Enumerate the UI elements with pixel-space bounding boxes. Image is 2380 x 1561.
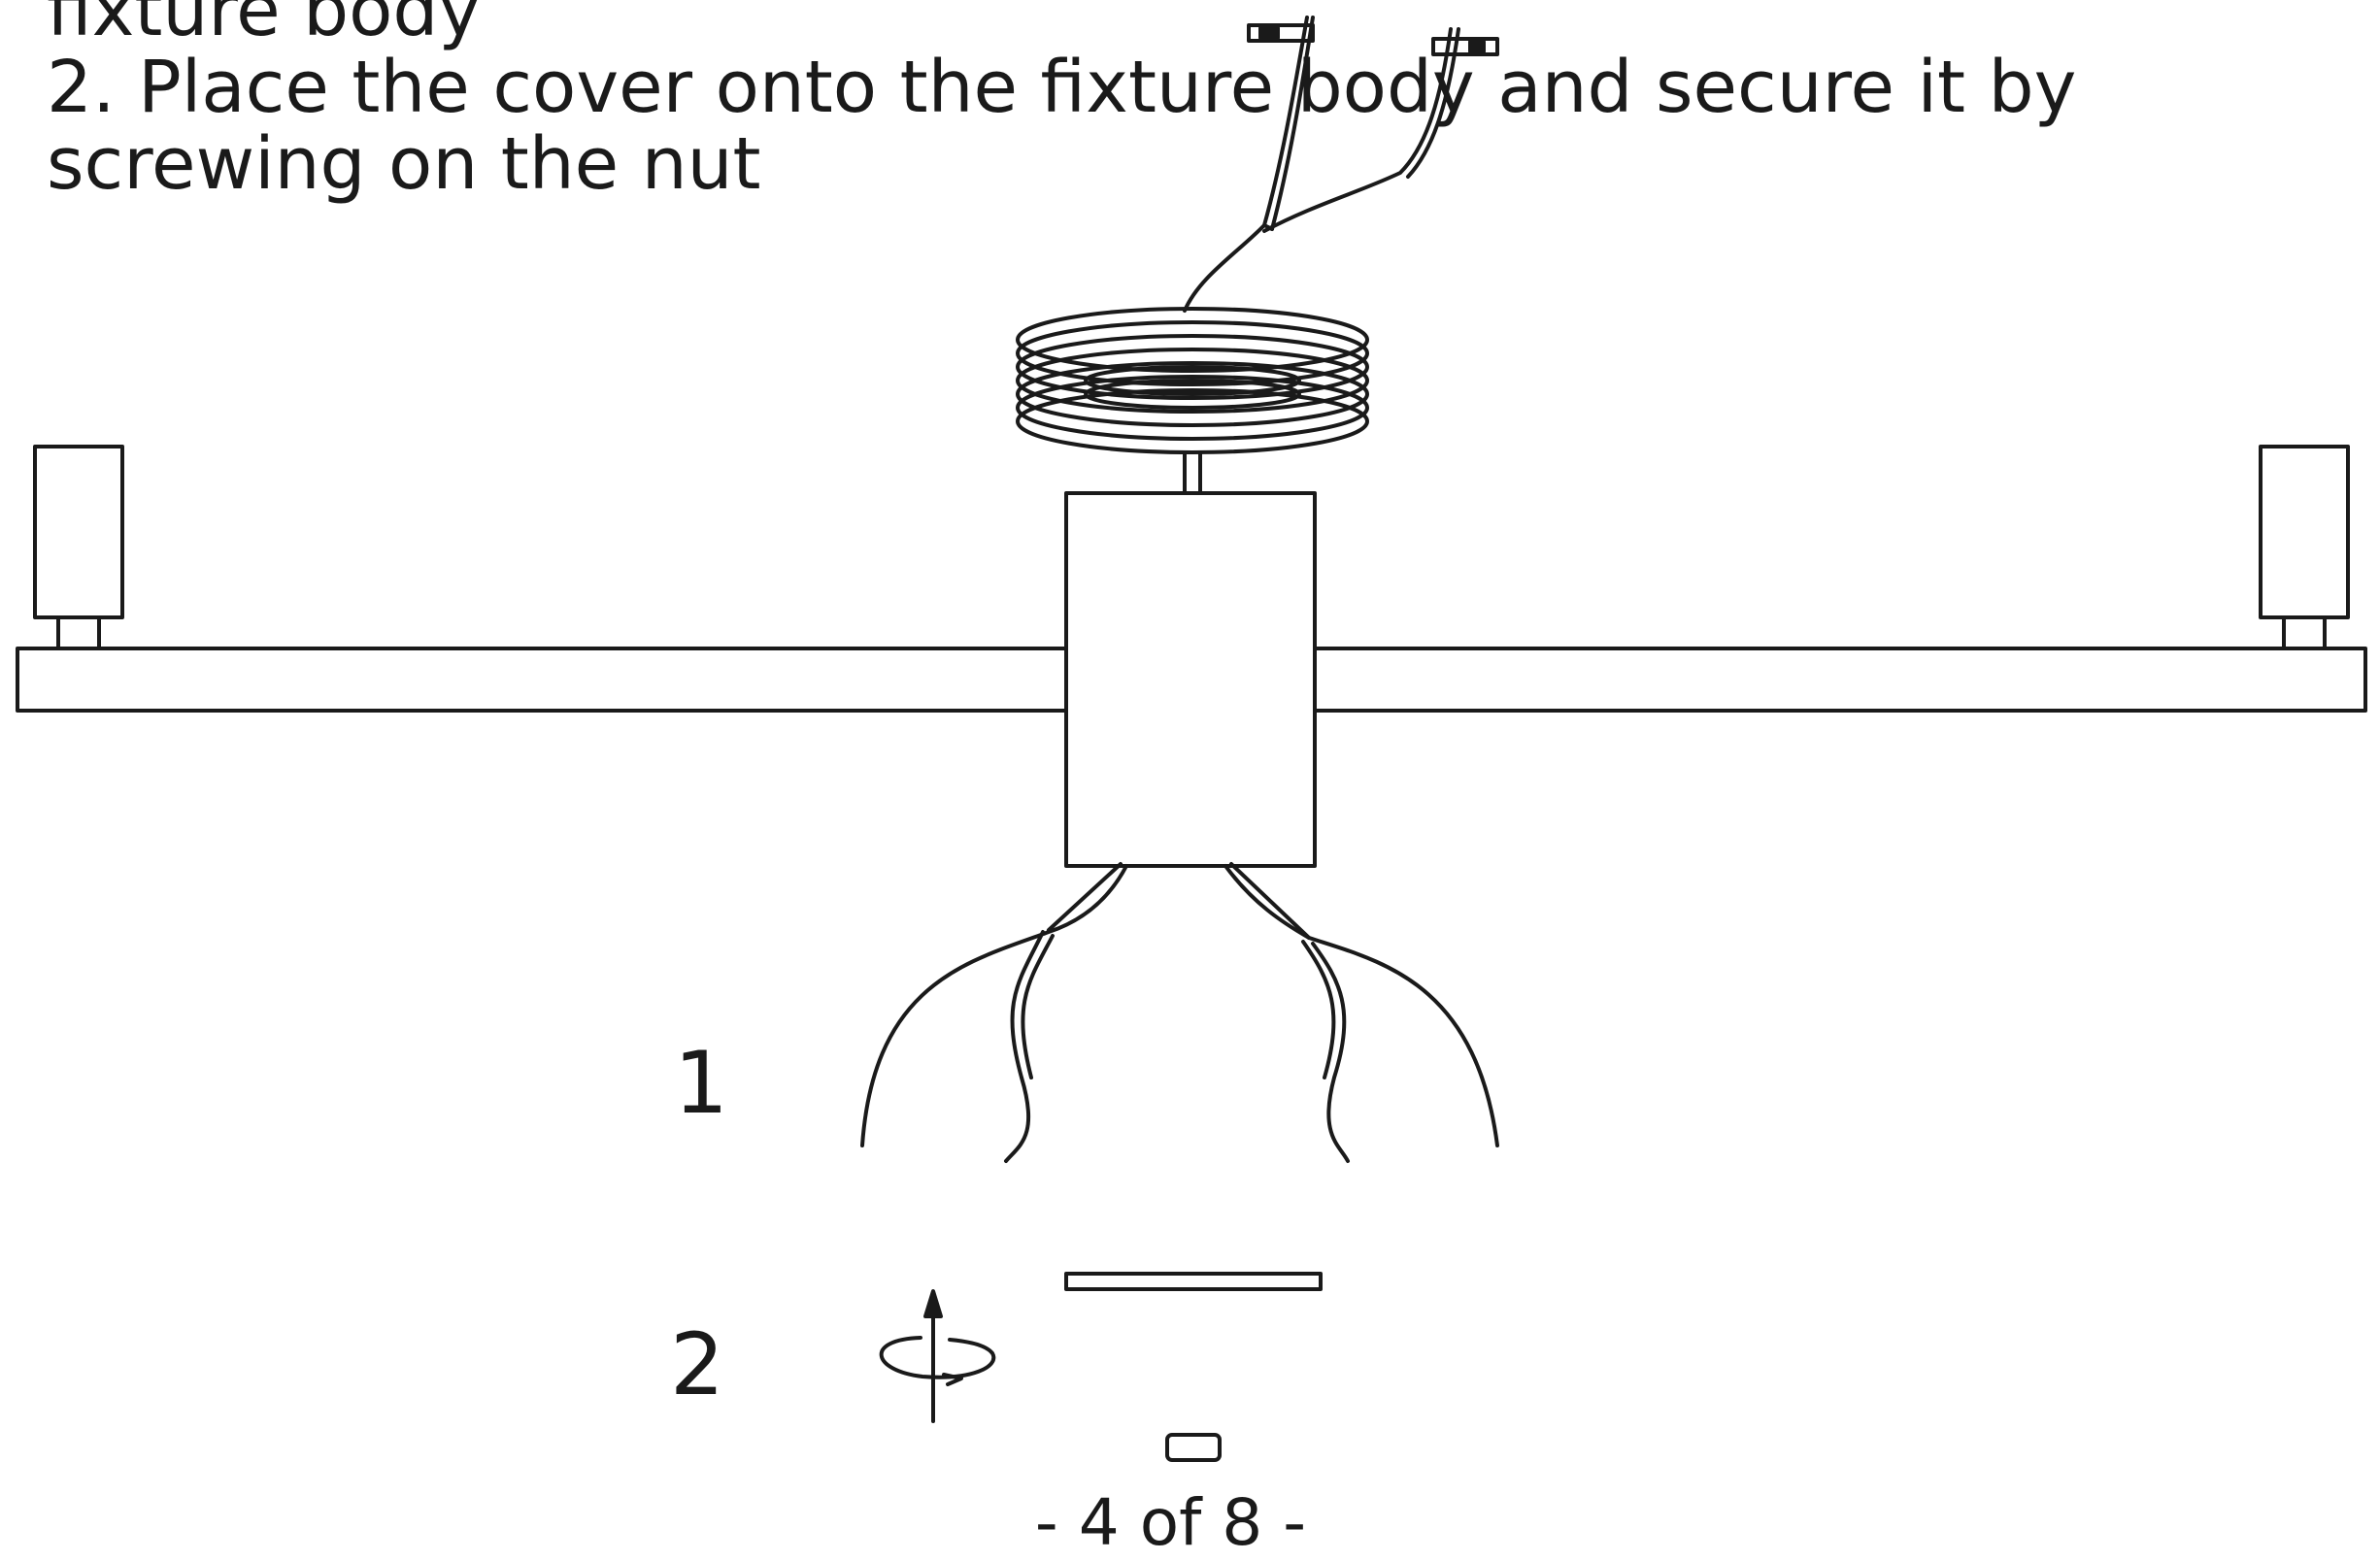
end-cap-right [2259,445,2350,650]
fixture-wires [860,862,1499,1163]
wire-terminal-right [1431,37,1499,56]
stem [1183,450,1202,497]
nut [1165,1433,1222,1462]
end-cap-left [33,445,124,650]
supply-wires [1183,16,1499,313]
coiled-cable [1016,307,1369,454]
junction-box [1064,491,1317,868]
page-number-text: - 4 of 8 - [1034,1485,1307,1560]
page-number: - 4 of 8 - [0,1491,2380,1555]
step-2-label: 2 [670,1314,724,1414]
cover-plate [1064,1272,1323,1291]
wire-terminal-left [1247,23,1315,43]
rotate-screw-icon [879,1289,996,1423]
step-1-label: 1 [674,1033,728,1133]
